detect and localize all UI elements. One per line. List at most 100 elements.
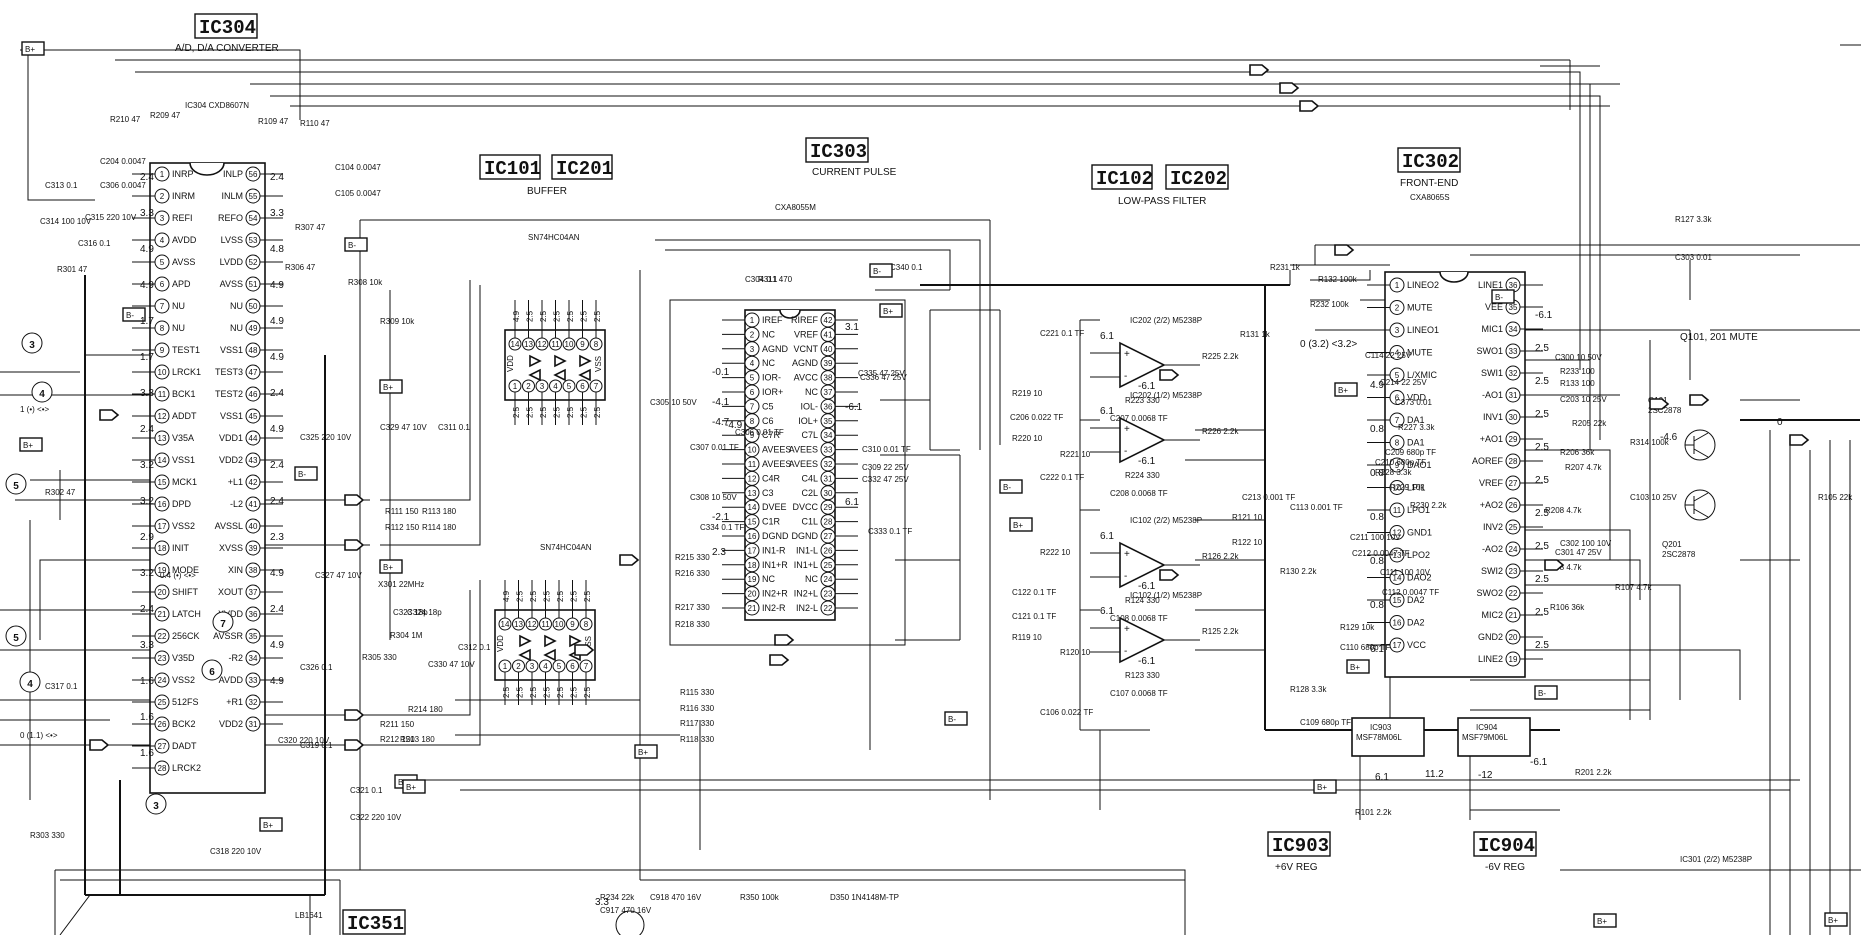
- ic302-right-pin-number: 30: [1509, 413, 1518, 422]
- ic903-part: MSF78M06L: [1356, 733, 1402, 742]
- component-label: C318 220 10V: [210, 847, 262, 856]
- hex-pin-voltage: 2.5: [543, 590, 552, 602]
- ic304-ref: IC304: [199, 17, 256, 39]
- ic303-left-pin-number: 21: [748, 604, 757, 613]
- ic304-left-pin-label: VSS2: [172, 675, 195, 685]
- ic303-right-pin-number: 31: [824, 474, 833, 483]
- signal-arrow-icon: [1279, 82, 1300, 94]
- component-label: C104 0.0047: [335, 163, 381, 172]
- component-label: C329 47 10V: [380, 423, 427, 432]
- ic304-left-pin-label: VSS1: [172, 455, 195, 465]
- ic304-left-pin-label: LRCK2: [172, 763, 201, 773]
- ic304-left-pin-number: 2: [160, 192, 165, 201]
- hex-pin-voltage: 2.5: [516, 590, 525, 602]
- signal-arrow-icon: [344, 709, 365, 721]
- ic351-block: IC351 LB1641: [59, 894, 645, 935]
- ic304-right-voltage: 4.9: [270, 352, 284, 363]
- ic302-left-pin-number: 13: [1393, 551, 1402, 560]
- pin-voltage: -6.1: [845, 402, 863, 413]
- ic903-part-ref: IC903: [1370, 723, 1392, 732]
- ic304-left-voltage: 1.7: [140, 352, 154, 363]
- hex-pin-voltage: 2.5: [512, 406, 521, 418]
- opamp-minus-sign: -: [1124, 446, 1127, 457]
- component-label: C373 0.01: [1395, 398, 1432, 407]
- ic303-left-pin-number: 18: [748, 561, 757, 570]
- ic302-right-voltage: 2.5: [1535, 508, 1549, 519]
- component-label: C302 100 10V: [1560, 539, 1612, 548]
- hex-pin-voltage: 2.5: [566, 310, 575, 322]
- component-label: C206 0.022 TF: [1010, 413, 1063, 422]
- ic303-right-pin-number: 30: [824, 489, 833, 498]
- opamp-supply-voltage: -6.1: [1138, 381, 1156, 392]
- ic351-ref: IC351: [347, 913, 404, 935]
- ic303-right-pin-number: 34: [824, 431, 833, 440]
- ic304-left-pin-label: AVSS: [172, 257, 195, 267]
- ic304-left-voltage: 3.2: [140, 460, 154, 471]
- ic201-ref: IC201: [556, 158, 613, 180]
- ic304-right-pin-label: AVDD: [219, 675, 244, 685]
- hex-pin-voltage: 2.5: [570, 590, 579, 602]
- ic304-right-pin-number: 42: [249, 478, 258, 487]
- ic304-right-pin-number: 36: [249, 610, 258, 619]
- ic303-right-pin-number: 32: [824, 460, 833, 469]
- ic304-left-pin-label: BCK1: [172, 389, 196, 399]
- opamp-triangle-icon: [1119, 541, 1166, 589]
- signal-arrow-icon: [774, 634, 795, 646]
- q201-part: 2SC2878: [1662, 550, 1696, 559]
- ic302-right-pin-number: 24: [1509, 545, 1518, 554]
- component-label: R101 2.2k: [1355, 808, 1392, 817]
- ic302-left-pin-number: 14: [1393, 574, 1402, 583]
- ic304-right-pin-label: AVSSR: [213, 631, 243, 641]
- component-label: R132 100k: [1318, 275, 1358, 284]
- component-label: C918 470 16V: [650, 893, 702, 902]
- ic302-right-pin-number: 29: [1509, 435, 1518, 444]
- ic304-left-pin-number: 13: [158, 434, 167, 443]
- ic304-right-voltage: 3.3: [270, 208, 284, 219]
- ic303-right-pin-label: DGND: [792, 531, 819, 541]
- component-label: C210 680p TF: [1375, 458, 1426, 467]
- ic304-left-pin-label: AVDD: [172, 235, 197, 245]
- hex-pin-number: 4: [543, 662, 548, 671]
- ic302-right-pin-label: SWO2: [1476, 588, 1503, 598]
- ic302-left-pin-number: 12: [1393, 529, 1402, 538]
- ic304-right-pin-number: 56: [249, 170, 258, 179]
- ic303-right-pin-number: 39: [824, 359, 833, 368]
- ic303-left-pin-number: 15: [748, 518, 757, 527]
- ic304-left-pin-number: 28: [158, 764, 167, 773]
- b-plus-text: B+: [406, 783, 416, 792]
- component-label: R210 47: [110, 115, 141, 124]
- component-label: C332 47 25V: [862, 475, 909, 484]
- inverter-gate-icon: [519, 634, 532, 648]
- ic303-right-pin-number: 23: [824, 590, 833, 599]
- regulator-voltage: 0: [1777, 417, 1783, 428]
- ic304-right-pin-label: TEST3: [215, 367, 243, 377]
- ic304-left-pin-number: 14: [158, 456, 167, 465]
- ic904-title-box: [1473, 831, 1537, 857]
- component-label: R220 10: [1012, 434, 1043, 443]
- b-plus-tag: [402, 779, 426, 794]
- component-label: R114 180: [422, 523, 457, 532]
- component-label: R205 22k: [1572, 419, 1607, 428]
- b-plus-text: B+: [383, 563, 393, 572]
- node-marker-number: 5: [13, 481, 19, 492]
- component-label: C325 220 10V: [300, 433, 352, 442]
- signal-arrow-icon: [344, 494, 365, 506]
- ic304-left-pin-label: DADT: [172, 741, 197, 751]
- ic302-right-pin-label: INV2: [1483, 522, 1503, 532]
- ic302-right-pin-number: 26: [1509, 501, 1518, 510]
- ic303-left-pin-label: IOR+: [762, 387, 783, 397]
- component-label: C316 0.1: [78, 239, 111, 248]
- ic304-left-pin-label: NU: [172, 301, 185, 311]
- ic304-right-pin-label: VDD2: [219, 719, 243, 729]
- ic304-left-pin-number: 12: [158, 412, 167, 421]
- component-label: R314 100k: [1630, 438, 1670, 447]
- component-label: R208 4.7k: [1545, 506, 1582, 515]
- component-label: R309 10k: [380, 317, 415, 326]
- component-label: C213 0.001 TF: [1242, 493, 1295, 502]
- q101-part: 2SC2878: [1648, 406, 1682, 415]
- inverter-gate-icon: [544, 634, 557, 648]
- node-marker-icon: [31, 381, 53, 403]
